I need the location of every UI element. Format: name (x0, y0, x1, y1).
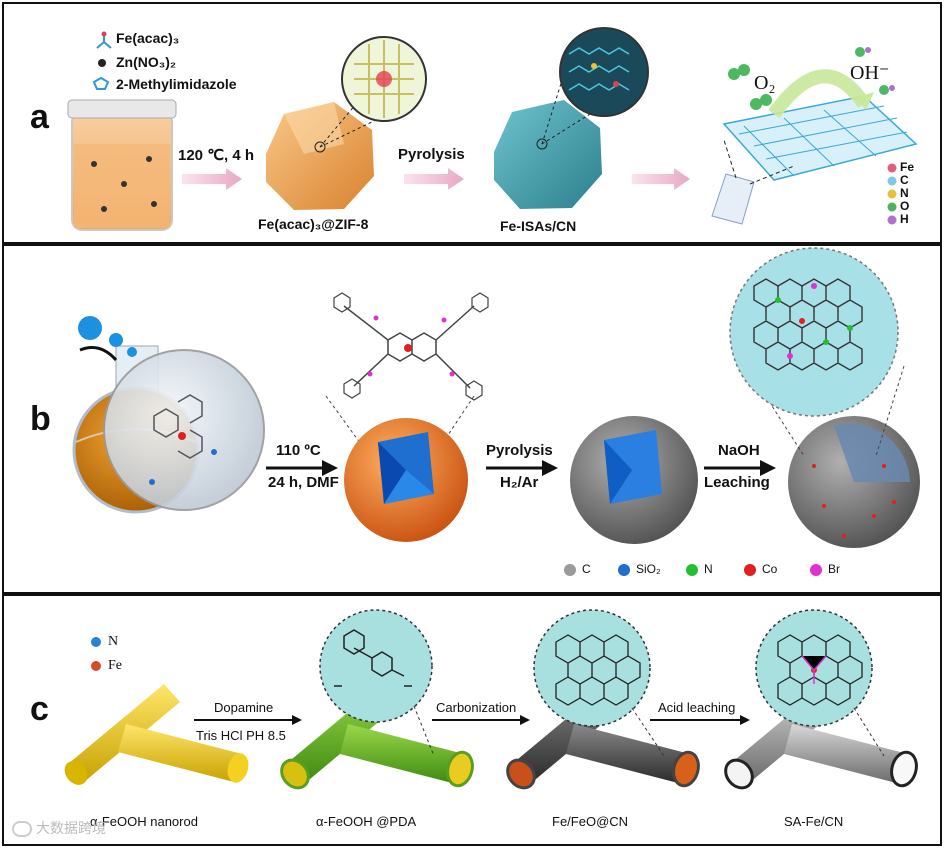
legend-b-label-1: SiO₂ (636, 562, 661, 576)
step-label-24h-dmf: 24 h, DMF (268, 474, 339, 491)
legend-b-label-4: Br (828, 562, 840, 576)
arrow-c1 (194, 715, 302, 725)
arrow-a3 (632, 168, 690, 190)
step-label-pyrolysis-b: Pyrolysis (486, 442, 553, 459)
product-feooh-pda: α-FeOOH @PDA (316, 814, 416, 829)
step-label-pyrolysis: Pyrolysis (398, 146, 465, 163)
reagent-fe-acac: Fe(acac)₃ (116, 30, 179, 46)
o2-label: O₂ (754, 72, 775, 95)
step-label-110c: 110 ºC (276, 442, 321, 459)
molecule-zoom-circle (104, 350, 264, 510)
graphene-zoom-circle (560, 28, 648, 116)
legend-a-label-n: N (900, 186, 909, 200)
arrow-a1 (182, 168, 242, 190)
panel-c-graphics (4, 596, 940, 844)
pda-zoom-circle (320, 610, 432, 722)
legend-a-dot-n (888, 190, 897, 199)
panel-b-graphics (4, 246, 940, 592)
legend-c-dot-0 (91, 637, 101, 647)
arrow-c3 (650, 715, 750, 725)
legend-b-dot-4 (810, 564, 822, 576)
step-label-h2-ar: H₂/Ar (500, 474, 538, 491)
watermark-logo-icon (12, 821, 32, 837)
legend-a-label-o: O (900, 199, 909, 213)
oh-label: OH⁻ (850, 60, 889, 85)
step-label-naoh: NaOH (718, 442, 760, 459)
panel-a: a Fe(acac)₃ Zn(NO₃)₂ 2-Methylimidazole 1… (2, 2, 942, 244)
product-fe-isas: Fe-ISAs/CN (500, 218, 576, 234)
step-label-carbonization: Carbonization (436, 700, 516, 715)
panel-label: b (30, 402, 51, 436)
legend-a-label-fe: Fe (900, 160, 914, 174)
porphyrin-molecule (334, 293, 488, 400)
orange-sphere (344, 418, 468, 542)
panel-a-legend-dots (888, 164, 897, 225)
legend-a-dot-o (888, 203, 897, 212)
panel-label: a (30, 100, 49, 134)
legend-a-dot-c (888, 177, 897, 186)
legend-b-dot-1 (618, 564, 630, 576)
legend-a-label-h: H (900, 212, 909, 226)
blue-ball-large (78, 316, 102, 340)
legend-b-label-0: C (582, 562, 591, 576)
legend-b-dot-0 (564, 564, 576, 576)
step-label-leaching: Leaching (704, 474, 770, 491)
product-sa-fe-cn: SA-Fe/CN (784, 814, 843, 829)
blue-ball-tiny (127, 347, 137, 357)
legend-c-dot-1 (91, 661, 101, 671)
product-feooh-nanorod: α-FeOOH nanorod (90, 814, 198, 829)
blue-ball-small (109, 333, 123, 347)
arrow-c2 (432, 715, 530, 725)
reaction-jar (68, 100, 176, 230)
zif8-zoom-circle (342, 37, 426, 121)
reagent-methylimidazole: 2-Methylimidazole (116, 76, 237, 92)
watermark-text: 大数据跨境 (36, 820, 106, 836)
grey-sphere (570, 416, 698, 544)
legend-a-dot-h (888, 216, 897, 225)
legend-a-label-c: C (900, 173, 909, 187)
product-fe-feo-cn: Fe/FeO@CN (552, 814, 628, 829)
legend-c-fe: Fe (108, 658, 122, 674)
hollow-sphere (788, 416, 920, 548)
step-label-acid-leaching: Acid leaching (658, 700, 735, 715)
panel-c-legend-dots (91, 637, 101, 671)
graphene-zoom-circle-b (730, 248, 898, 416)
step-label-tris: Tris HCl PH 8.5 (196, 728, 286, 743)
legend-b-label-2: N (704, 562, 713, 576)
step-label-dopamine: Dopamine (214, 700, 273, 715)
reagent-icons (94, 32, 111, 90)
legend-c-n: N (108, 634, 118, 650)
watermark: 大数据跨境 (12, 818, 106, 838)
step-label-120c: 120 ℃, 4 h (178, 146, 254, 164)
panel-label: c (30, 692, 49, 726)
legend-b-dot-2 (686, 564, 698, 576)
panel-b: b 110 ºC 24 h, DMF Pyrolysis H₂/Ar NaOH … (2, 244, 942, 594)
legend-b-label-3: Co (762, 562, 777, 576)
legend-b-dot-3 (744, 564, 756, 576)
panel-c: c N Fe Dopamine Tris HCl PH 8.5 Carboniz… (2, 594, 942, 846)
reagent-zn-nitrate: Zn(NO₃)₂ (116, 54, 176, 70)
legend-a-dot-fe (888, 164, 897, 173)
panel-b-legend-dots (564, 564, 822, 576)
product-zif8: Fe(acac)₃@ZIF-8 (258, 216, 368, 232)
arrow-a2 (404, 168, 464, 190)
pour-arrow (80, 348, 116, 360)
